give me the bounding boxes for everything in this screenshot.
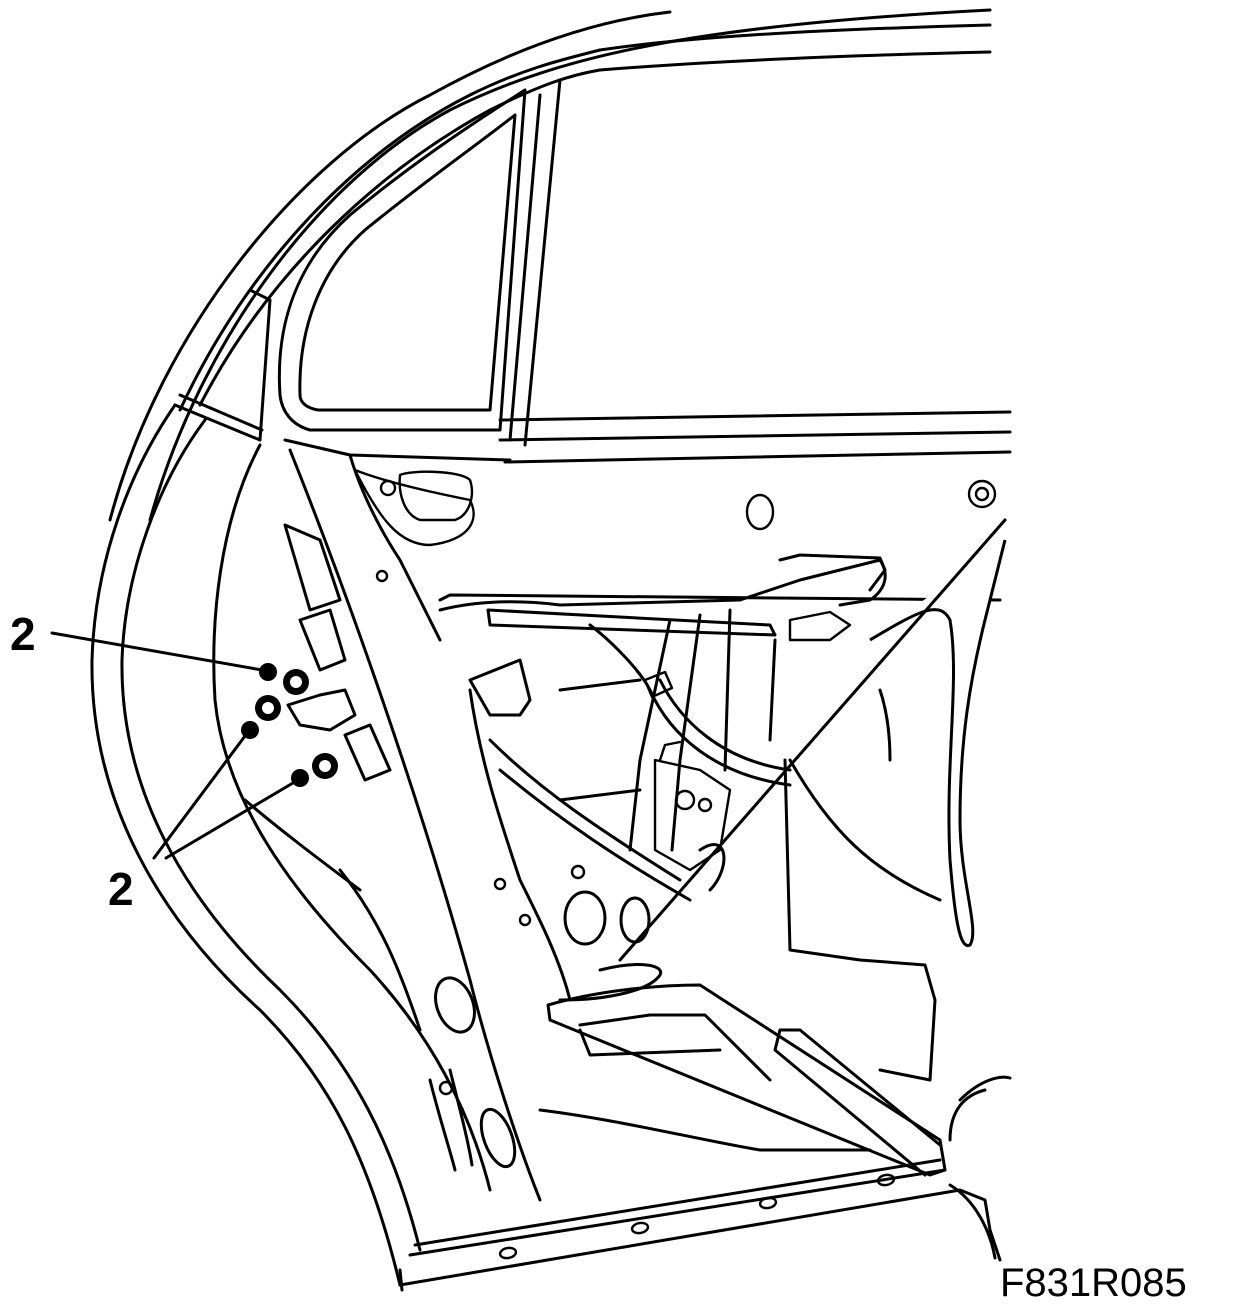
lock-assembly <box>653 740 732 872</box>
callout-label-upper: 2 <box>10 608 36 660</box>
door-inner-panel <box>288 448 1002 1202</box>
water-shield <box>618 518 1007 1082</box>
roof-rail <box>108 8 992 522</box>
callout-label-lower: 2 <box>108 863 134 915</box>
leader-lines <box>50 631 300 860</box>
door-trim <box>468 658 692 1002</box>
quarter-window <box>277 78 562 447</box>
fasteners <box>241 663 338 787</box>
bolt-6 <box>291 769 309 787</box>
figure-code: F831R085 <box>1000 1261 1187 1305</box>
bolt-1 <box>259 663 277 681</box>
belt-line <box>283 410 1012 464</box>
door-sill <box>398 1158 1002 1292</box>
pillar-details <box>243 523 517 1172</box>
lower-trim <box>538 963 1012 1177</box>
b-pillar <box>90 288 492 1287</box>
window-regulator <box>438 553 887 852</box>
